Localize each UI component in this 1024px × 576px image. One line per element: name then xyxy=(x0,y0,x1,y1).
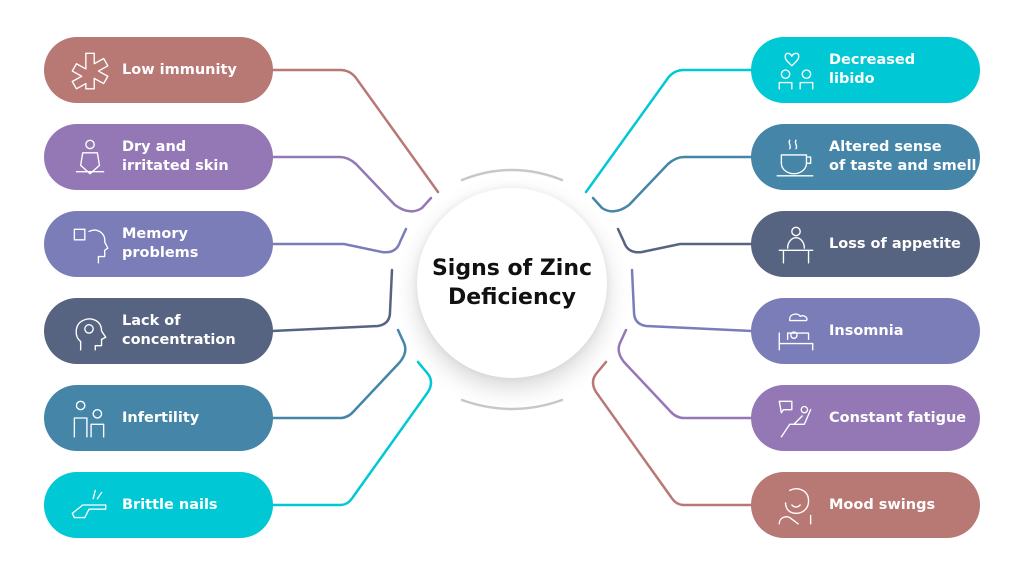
sign-pill-right-3: Loss of appetite xyxy=(751,211,980,277)
couple-broken-heart-icon xyxy=(778,52,814,90)
sign-label: Low immunity xyxy=(122,61,237,78)
sign-pill-left-3: Memory problems xyxy=(44,211,273,277)
person-at-table-icon xyxy=(778,226,814,264)
sign-label: Decreased libido xyxy=(829,52,916,87)
connector-left-2 xyxy=(270,155,433,213)
sign-label: Constant fatigue xyxy=(829,409,967,426)
connector-right-6 xyxy=(591,360,754,507)
connector-right-5 xyxy=(617,328,754,420)
sign-pill-right-1: Decreased libido xyxy=(751,37,980,103)
sign-pill-right-2: Altered sense of taste and smell xyxy=(751,124,980,190)
puzzle-head-icon xyxy=(73,228,109,264)
connector-right-4 xyxy=(630,268,754,333)
sign-label: Dry and irritated skin xyxy=(122,139,229,174)
connector-right-3 xyxy=(616,227,754,254)
connector-left-1 xyxy=(270,68,440,194)
hand-pointing-icon xyxy=(71,489,107,519)
sign-pill-left-2: Dry and irritated skin xyxy=(44,124,273,190)
sign-pill-right-5: Constant fatigue xyxy=(751,385,980,451)
mood-face-icon xyxy=(778,488,812,525)
connector-right-1 xyxy=(584,68,754,194)
family-icon xyxy=(73,400,105,438)
sign-pill-right-4: Insomnia xyxy=(751,298,980,364)
sign-label: Lack of concentration xyxy=(122,313,236,348)
sign-label: Insomnia xyxy=(829,322,904,339)
connector-left-6 xyxy=(270,360,433,507)
connector-left-5 xyxy=(270,328,407,420)
connector-left-4 xyxy=(270,268,394,333)
bottom-arc xyxy=(460,398,564,411)
coffee-cup-icon xyxy=(776,139,814,177)
head-gears-icon xyxy=(75,318,107,351)
sign-pill-left-1: Low immunity xyxy=(44,37,273,103)
sign-label: Memory problems xyxy=(122,226,199,261)
bed-cloud-icon xyxy=(778,313,814,351)
tired-person-chair-icon xyxy=(778,400,812,438)
sign-pill-left-4: Lack of concentration xyxy=(44,298,273,364)
sign-pill-left-6: Brittle nails xyxy=(44,472,273,538)
connector-left-3 xyxy=(270,227,408,254)
sign-label: Mood swings xyxy=(829,496,936,513)
sign-label: Infertility xyxy=(122,409,200,426)
connector-right-2 xyxy=(591,155,754,213)
top-arc xyxy=(460,168,564,182)
sign-pill-right-6: Mood swings xyxy=(751,472,980,538)
sign-label: Loss of appetite xyxy=(829,235,961,252)
sign-label: Altered sense of taste and smell xyxy=(829,139,977,174)
diagram-title: Signs of Zinc Deficiency xyxy=(431,256,593,310)
sign-label: Brittle nails xyxy=(122,496,218,513)
meditation-icon xyxy=(75,139,105,175)
medical-star-icon xyxy=(71,52,109,90)
center-circle: Signs of Zinc Deficiency xyxy=(417,188,607,378)
sign-pill-left-5: Infertility xyxy=(44,385,273,451)
